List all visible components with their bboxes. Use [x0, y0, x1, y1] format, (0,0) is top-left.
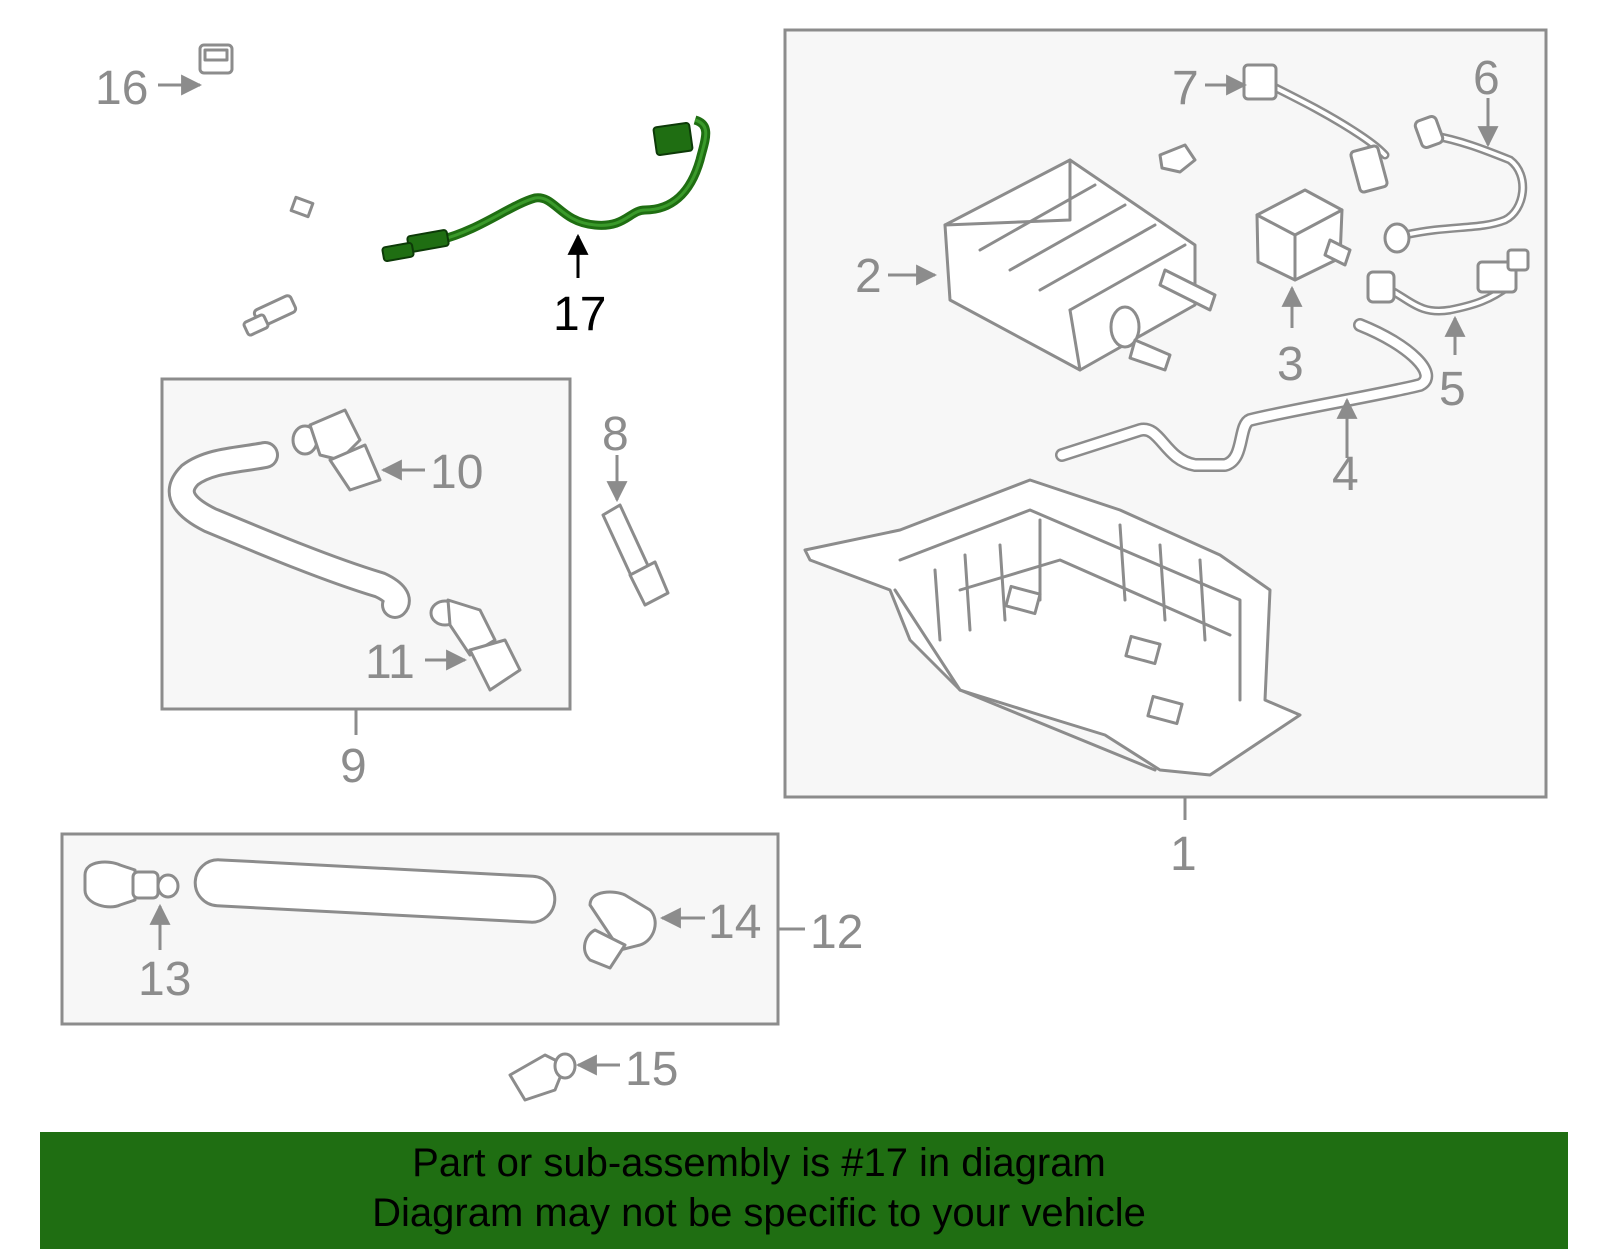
part-2-vapor-canister[interactable]	[943, 158, 1217, 372]
part-8-fitting[interactable]	[601, 503, 670, 607]
part-11-connector[interactable]	[429, 598, 522, 692]
part-9-hose[interactable]	[167, 441, 411, 619]
part-4-tube[interactable]	[1055, 318, 1434, 472]
banner-line-1: Part or sub-assembly is #17 in diagram	[412, 1141, 1106, 1185]
part-3-vent-solenoid[interactable]	[1158, 143, 1352, 282]
callout-16: 16	[95, 62, 148, 115]
callout-17: 17	[553, 288, 606, 341]
part-7-hose[interactable]	[1242, 63, 1390, 194]
callout-5: 5	[1439, 363, 1466, 416]
assembly-box-12	[60, 832, 780, 1026]
part-6-hose[interactable]	[1383, 114, 1528, 254]
part-16-oxygen-sensor[interactable]	[198, 43, 326, 337]
callout-9: 9	[340, 740, 367, 793]
callout-2: 2	[855, 250, 882, 303]
callout-3: 3	[1277, 338, 1304, 391]
callout-10: 10	[430, 446, 483, 499]
info-banner: Part or sub-assembly is #17 in diagram D…	[40, 1132, 1568, 1249]
callout-1: 1	[1170, 828, 1197, 881]
callout-6: 6	[1473, 52, 1500, 105]
part-5-harness[interactable]	[1366, 248, 1530, 316]
part-12-hose[interactable]	[193, 858, 557, 924]
callout-11: 11	[365, 636, 415, 689]
callout-4: 4	[1332, 448, 1359, 501]
part-14-connector[interactable]	[583, 890, 657, 970]
part-15-fitting[interactable]	[508, 1052, 577, 1102]
callout-12: 12	[810, 906, 863, 959]
banner-line-2: Diagram may not be specific to your vehi…	[372, 1191, 1146, 1235]
callout-8: 8	[602, 408, 629, 461]
part-10-connector[interactable]	[291, 408, 382, 492]
callout-7: 7	[1172, 62, 1199, 115]
callout-15: 15	[625, 1043, 678, 1096]
part-13-connector[interactable]	[83, 860, 180, 909]
callout-13: 13	[138, 953, 191, 1006]
part-17-oxygen-sensor-highlighted[interactable]	[381, 115, 711, 263]
part-1-bracket-tray[interactable]	[803, 478, 1302, 777]
callout-14: 14	[708, 896, 761, 949]
